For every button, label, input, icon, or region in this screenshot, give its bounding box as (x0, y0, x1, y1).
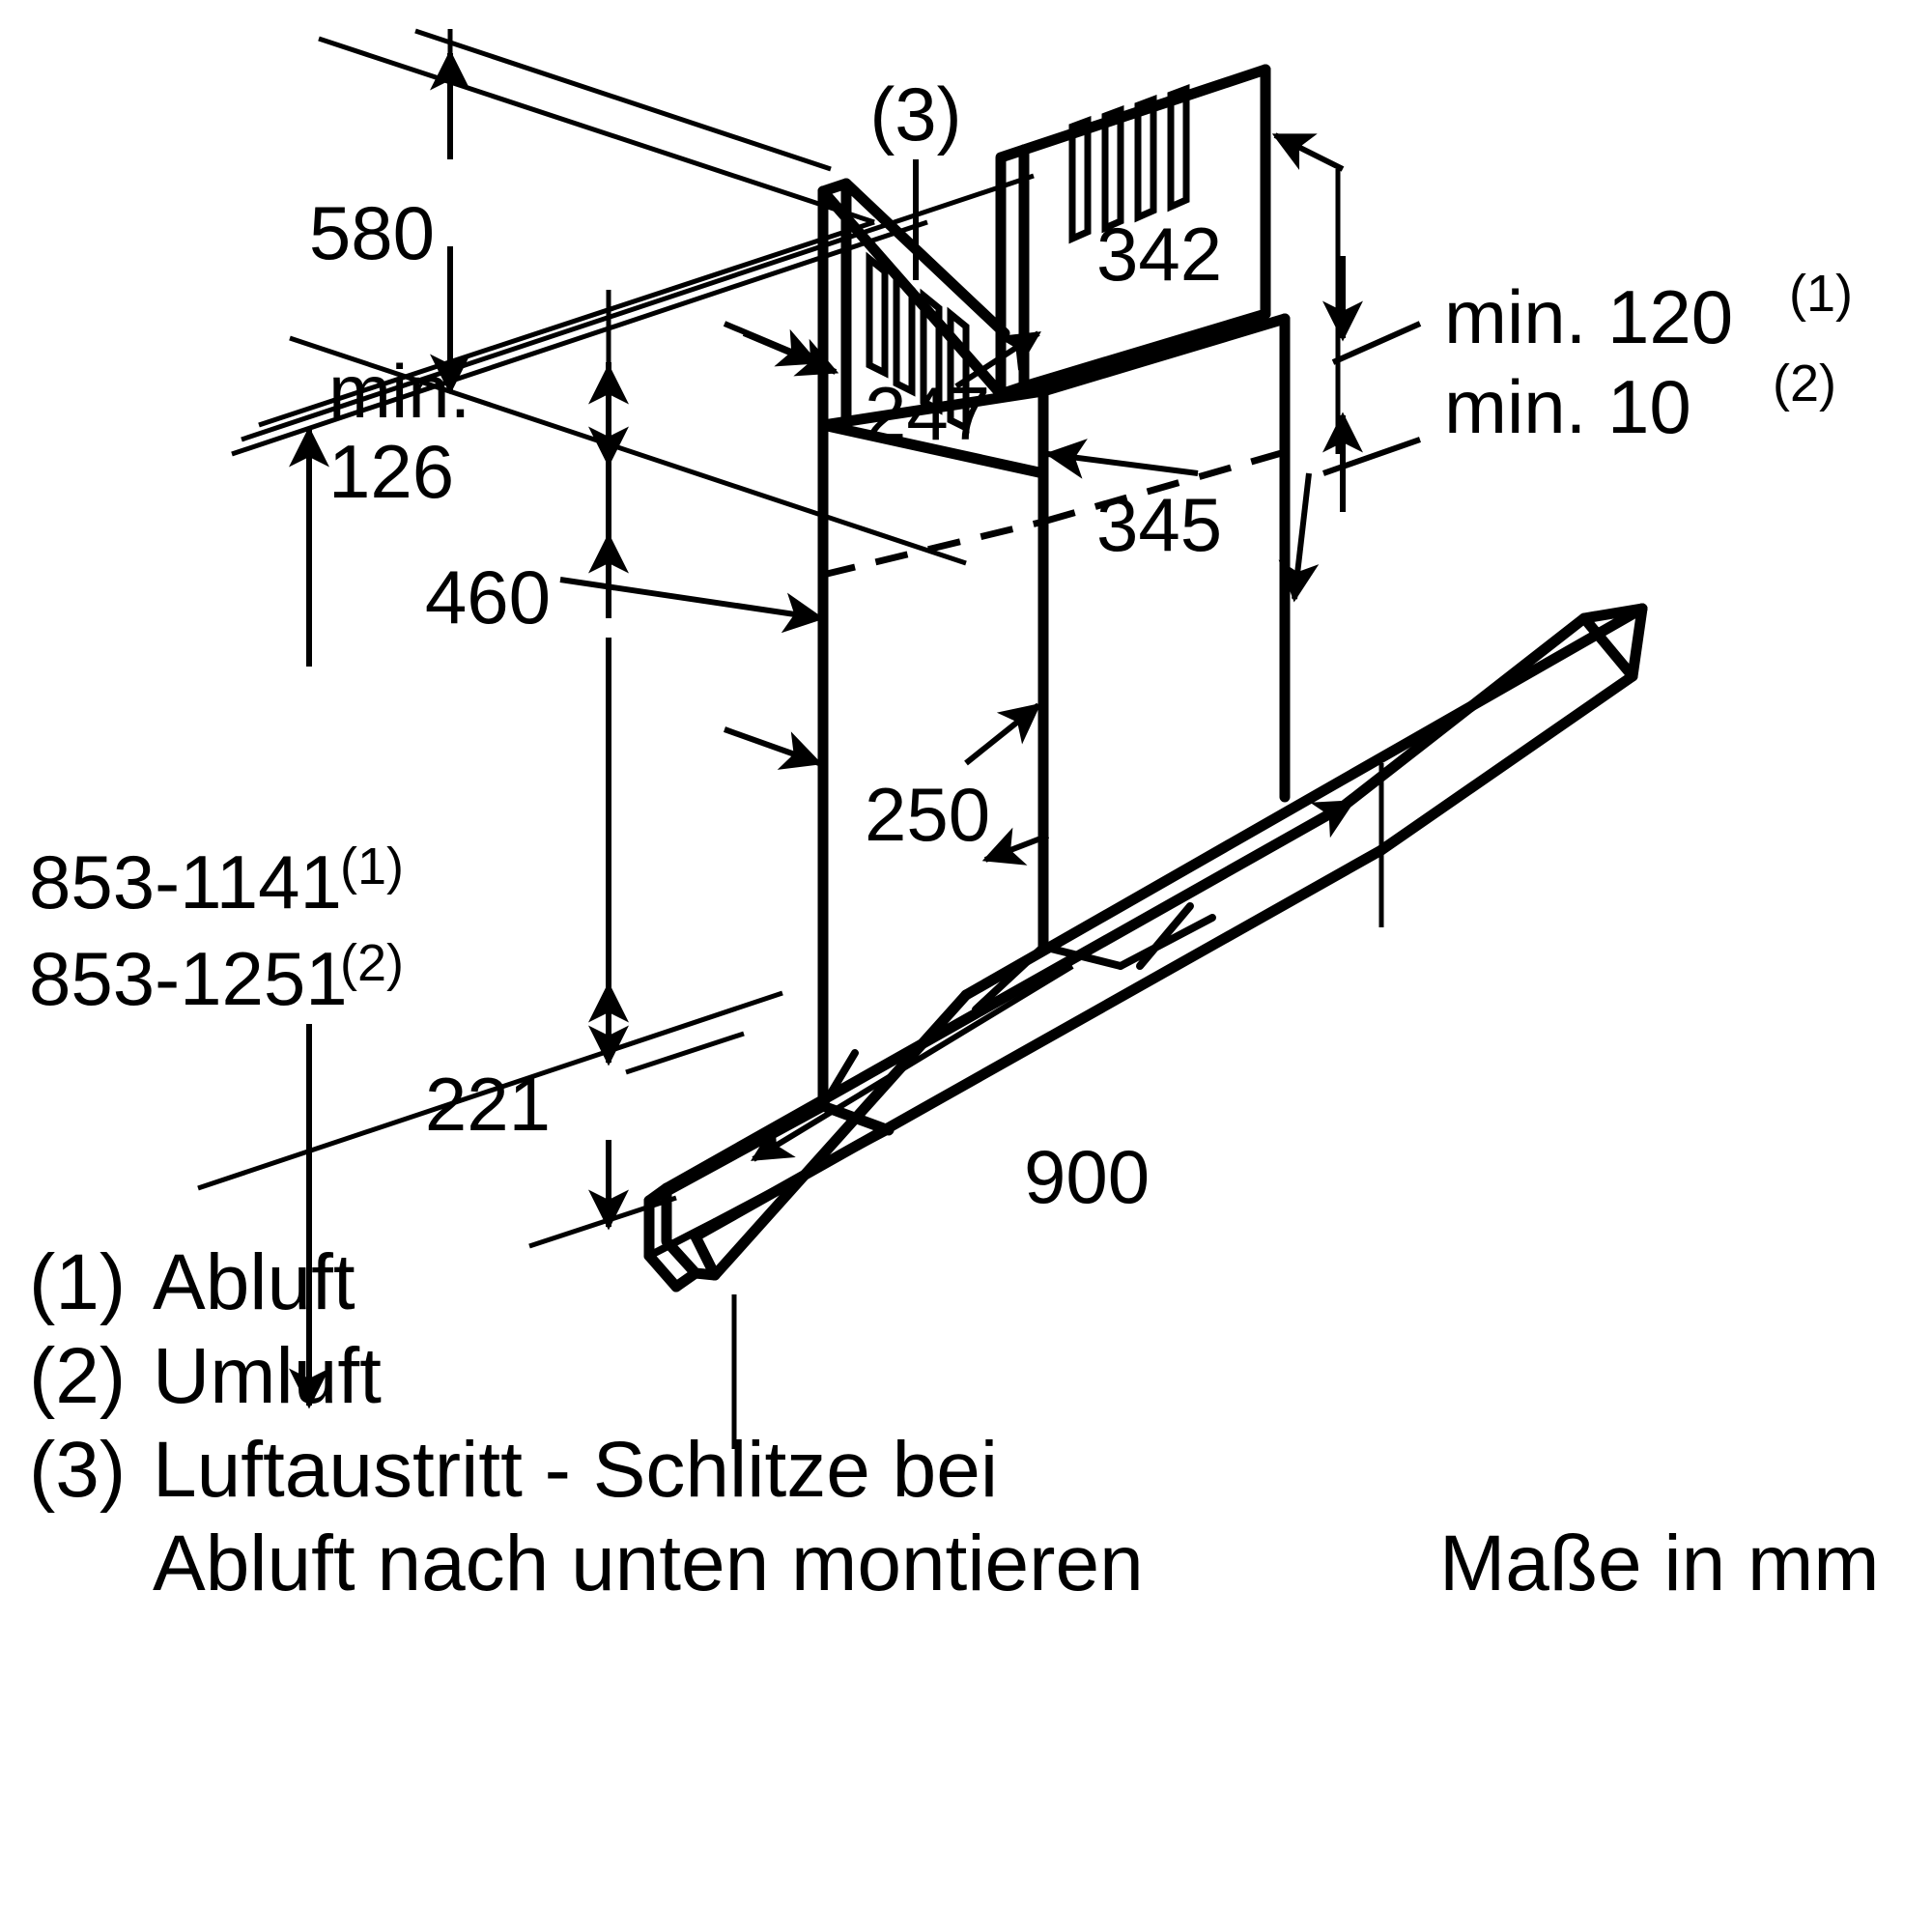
dimension-min-10: min. 10 (2) (1278, 355, 1836, 603)
dim-247-label: 247 (865, 371, 990, 456)
dim-342-label: 342 (1096, 212, 1222, 297)
dimension-total-height: 853-1141 (1) 853-1251 (2) (29, 426, 404, 1409)
dimension-221: 221 (425, 981, 629, 1231)
dim-853-1141-label: 853-1141 (29, 839, 342, 924)
dim-853-1251-sup: (2) (340, 934, 404, 992)
legend-marker-1: (1) (29, 1238, 126, 1326)
dim-min10-label: min. 10 (1444, 364, 1691, 449)
units-note: Maße in mm (1439, 1520, 1880, 1607)
dim-853-1141-sup: (1) (340, 838, 404, 895)
dim-580-label: 580 (309, 190, 435, 275)
legend-marker-3: (3) (29, 1426, 126, 1514)
dim-460-label: 460 (425, 554, 551, 639)
dimension-900: 900 (731, 763, 1384, 1449)
dimension-min-126: min. 126 (328, 349, 629, 618)
dimension-250: 250 (723, 702, 1041, 857)
dim-min120-sup: (1) (1789, 265, 1853, 323)
dim-250-label: 250 (865, 772, 990, 857)
dim-min10-sup: (2) (1773, 355, 1836, 412)
units-note-label: Maße in mm (1439, 1520, 1880, 1607)
dimension-342: 342 (1096, 132, 1345, 297)
callout-3: (3) (869, 71, 962, 280)
dim-345-label: 345 (1096, 482, 1222, 567)
dim-221-label: 221 (425, 1062, 551, 1147)
dimension-min-120: min. 120 (1) (1322, 169, 1853, 454)
legend-marker-2: (2) (29, 1332, 126, 1420)
legend-text-3: Luftaustritt - Schlitze bei (153, 1426, 998, 1514)
dimension-460: 460 (425, 290, 825, 1066)
dim-min126-label-line1: min. (328, 349, 470, 434)
legend-text-3-cont: Abluft nach unten montieren (153, 1520, 1144, 1607)
chimney-side-leaders (723, 321, 820, 367)
callout-3-label: (3) (869, 71, 961, 156)
legend-text-1: Abluft (153, 1238, 355, 1326)
legend: (1) Abluft (2) Umluft (3) Luftaustritt -… (29, 1238, 1144, 1607)
dim-900-label: 900 (1024, 1134, 1150, 1219)
dim-853-1251-label: 853-1251 (29, 936, 348, 1021)
dimension-345: 345 (981, 439, 1222, 866)
dimension-580: 580 (309, 29, 470, 395)
air-outlet-slots (866, 83, 1190, 434)
dim-min120-label: min. 120 (1444, 274, 1733, 359)
dim-min126-label-line2: 126 (328, 429, 454, 514)
legend-text-2: Umluft (153, 1332, 382, 1420)
